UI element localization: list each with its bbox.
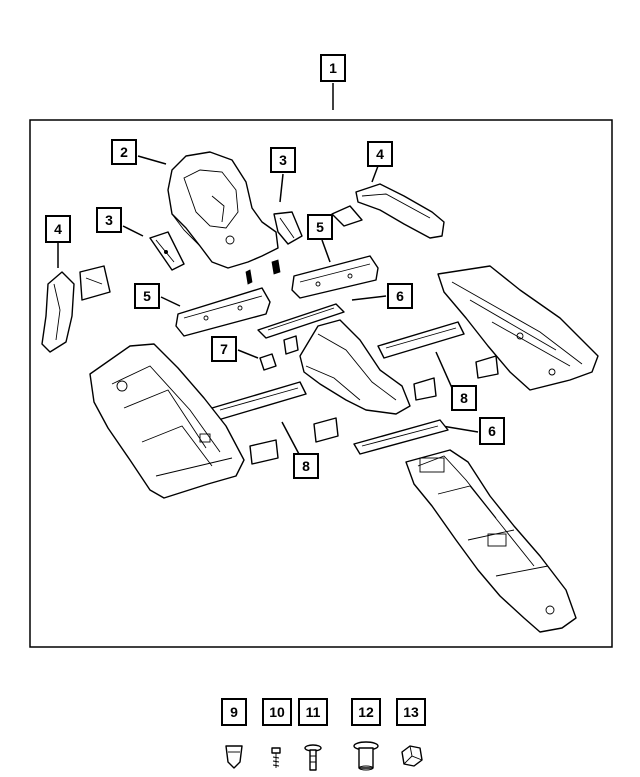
part-small-bracket: [259, 335, 299, 371]
callout-4a: 4: [367, 141, 393, 167]
svg-text:1: 1: [329, 60, 337, 76]
part-rear-floor-pan: [437, 265, 599, 391]
svg-text:8: 8: [460, 390, 468, 406]
svg-text:7: 7: [220, 341, 228, 357]
svg-text:4: 4: [376, 146, 384, 162]
callout-2: 2: [111, 139, 137, 165]
svg-text:5: 5: [143, 288, 151, 304]
svg-text:9: 9: [230, 704, 238, 720]
fastener-13: [401, 745, 423, 767]
part-bracket-left: [149, 231, 185, 271]
assembly-frame: [29, 119, 613, 648]
callout-5a: 5: [307, 214, 333, 240]
part-bracket-right: [273, 211, 303, 245]
svg-text:6: 6: [396, 288, 404, 304]
svg-text:13: 13: [403, 704, 419, 720]
callout-13: 13: [396, 698, 426, 726]
callout-10: 10: [262, 698, 292, 726]
part-center-tunnel: [299, 319, 411, 415]
svg-text:6: 6: [488, 423, 496, 439]
svg-text:5: 5: [316, 219, 324, 235]
callout-9: 9: [221, 698, 247, 726]
svg-text:10: 10: [269, 704, 285, 720]
callout-3a: 3: [270, 147, 296, 173]
callout-8b: 8: [293, 453, 319, 479]
part-rear-long-floor: [405, 449, 577, 633]
part-reinforcement-upper: [291, 255, 379, 299]
callout-4b: 4: [45, 215, 71, 243]
callout-7: 7: [211, 336, 237, 362]
callout-11: 11: [298, 698, 328, 726]
fastener-10: [271, 747, 281, 768]
svg-text:2: 2: [120, 144, 128, 160]
part-crossbar-upper: [257, 303, 345, 339]
svg-text:3: 3: [105, 212, 113, 228]
callout-3b: 3: [96, 207, 122, 233]
part-crossbar-lower: [353, 419, 449, 455]
fastener-9: [225, 745, 243, 769]
fastener-11: [304, 744, 322, 771]
callout-5b: 5: [134, 283, 160, 309]
part-sill-bar-right: [377, 321, 465, 359]
callout-8a: 8: [451, 385, 477, 411]
part-rail-left: [41, 265, 111, 353]
callout-1: 1: [320, 54, 346, 82]
svg-text:11: 11: [306, 704, 321, 720]
part-sill-bar-left: [211, 381, 307, 421]
part-reinforcement-lower: [175, 287, 271, 337]
part-floor-pan-front: [167, 151, 279, 269]
svg-text:12: 12: [358, 704, 374, 720]
svg-text:4: 4: [54, 221, 62, 237]
callout-12: 12: [351, 698, 381, 726]
leader-lines: [57, 83, 479, 457]
callout-6a: 6: [387, 283, 413, 309]
part-mount-blocks: [249, 355, 499, 465]
callout-6b: 6: [479, 417, 505, 445]
svg-text:3: 3: [279, 152, 287, 168]
part-crossmember-right: [331, 183, 445, 239]
part-left-floor-pan: [89, 343, 245, 499]
fastener-12: [353, 741, 379, 771]
part-clips: [245, 259, 281, 285]
svg-text:8: 8: [302, 458, 310, 474]
